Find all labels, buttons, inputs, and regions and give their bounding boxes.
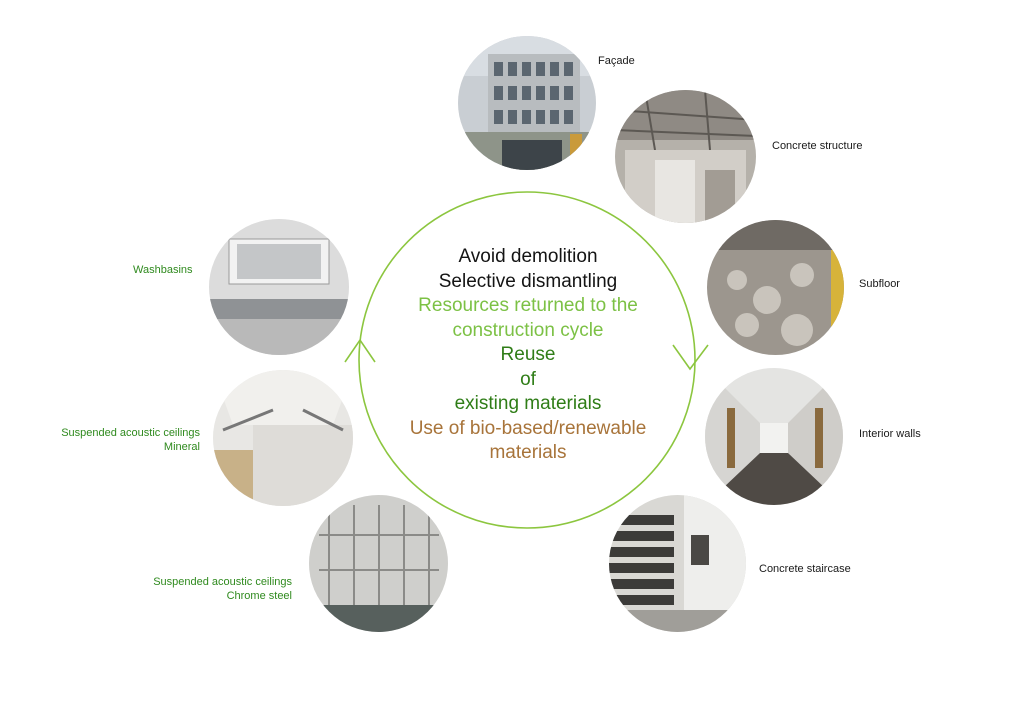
concrete-structure-photo	[615, 90, 756, 223]
center-line: construction cycle	[452, 319, 604, 341]
ceilings-mineral-label: Suspended acoustic ceilings Mineral	[36, 426, 200, 454]
center-line: Avoid demolition	[458, 246, 598, 267]
center-line: Reuse	[500, 344, 556, 365]
center-line: of	[520, 368, 536, 390]
left-arrowhead-icon	[344, 338, 376, 363]
ceilings-mineral-label-line1: Suspended acoustic ceilings	[61, 427, 200, 439]
ceilings-chrome-label-line2: Chrome steel	[226, 590, 292, 602]
concrete-staircase-label: Concrete staircase	[759, 563, 851, 575]
subfloor-label: Subfloor	[859, 278, 900, 290]
concrete-staircase-photo	[609, 495, 746, 632]
center-statement: Avoid demolition Selective dismantling R…	[378, 245, 678, 466]
washbasins-label: Washbasins	[133, 264, 193, 276]
center-line: Resources returned to the	[418, 295, 638, 316]
interior-walls-label: Interior walls	[859, 428, 921, 440]
facade-photo	[458, 36, 596, 170]
center-line: materials	[489, 442, 567, 463]
center-line: existing materials	[454, 393, 602, 414]
ceilings-mineral-label-line2: Mineral	[163, 441, 200, 453]
washbasins-photo	[209, 219, 349, 355]
right-arrowhead-icon	[672, 344, 709, 371]
ceilings-mineral-photo	[213, 370, 353, 506]
ceilings-chrome-label-line1: Suspended acoustic ceilings	[153, 576, 292, 588]
concrete-structure-label: Concrete structure	[772, 140, 863, 152]
cycle-circle	[358, 191, 696, 529]
center-line: Use of bio-based/renewable	[409, 417, 647, 439]
interior-walls-photo	[705, 368, 843, 505]
ceilings-chrome-photo	[309, 495, 448, 632]
subfloor-photo	[707, 220, 844, 355]
center-line: Selective dismantling	[438, 270, 618, 292]
facade-label: Façade	[598, 55, 635, 67]
ceilings-chrome-label: Suspended acoustic ceilings Chrome steel	[128, 575, 292, 603]
